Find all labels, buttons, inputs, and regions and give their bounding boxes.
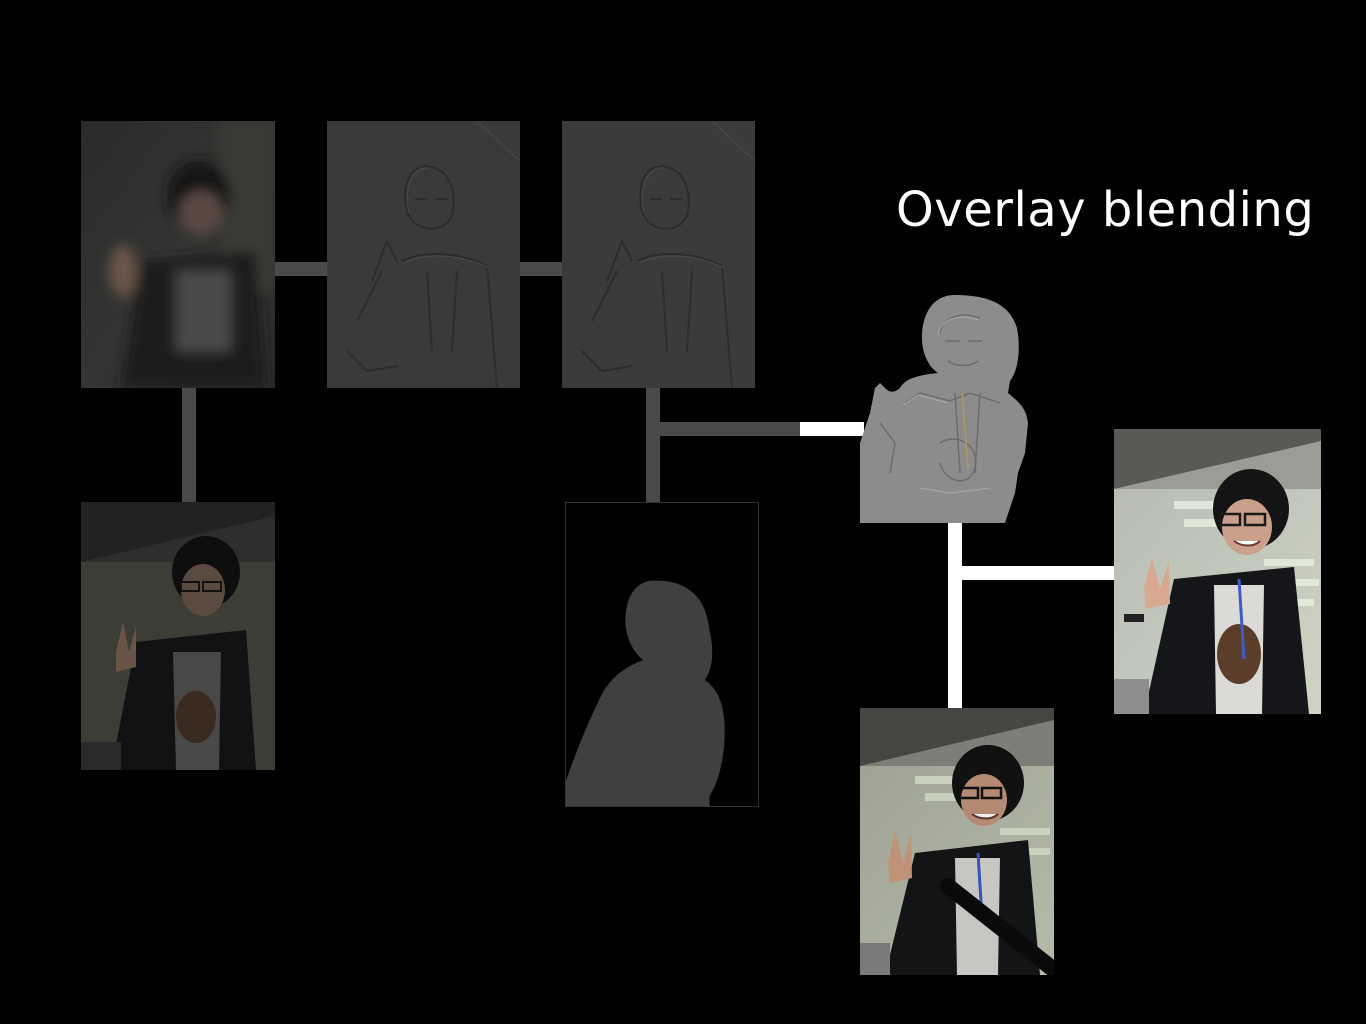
connector-blur-to-original (182, 388, 196, 502)
masked-high-pass-image (860, 293, 1030, 523)
connector-hp2-to-masked (660, 422, 800, 436)
person-mask-image (565, 502, 759, 807)
slide-title: Overlay blending (896, 182, 1315, 238)
original-dark-photo-image (81, 502, 275, 770)
result-photo-image (1114, 429, 1321, 714)
connector-hp2-down (646, 388, 660, 502)
connector-blur-to-hp1 (275, 262, 327, 276)
base-photo-image (860, 708, 1054, 975)
connector-bright-to-masked (800, 422, 864, 436)
connector-hp1-to-hp2 (520, 262, 562, 276)
high-pass-image-2 (562, 121, 755, 388)
connector-masked-down (948, 520, 962, 710)
connector-to-result (962, 566, 1114, 580)
blurred-photo-image (81, 121, 275, 388)
high-pass-image-1 (327, 121, 520, 388)
